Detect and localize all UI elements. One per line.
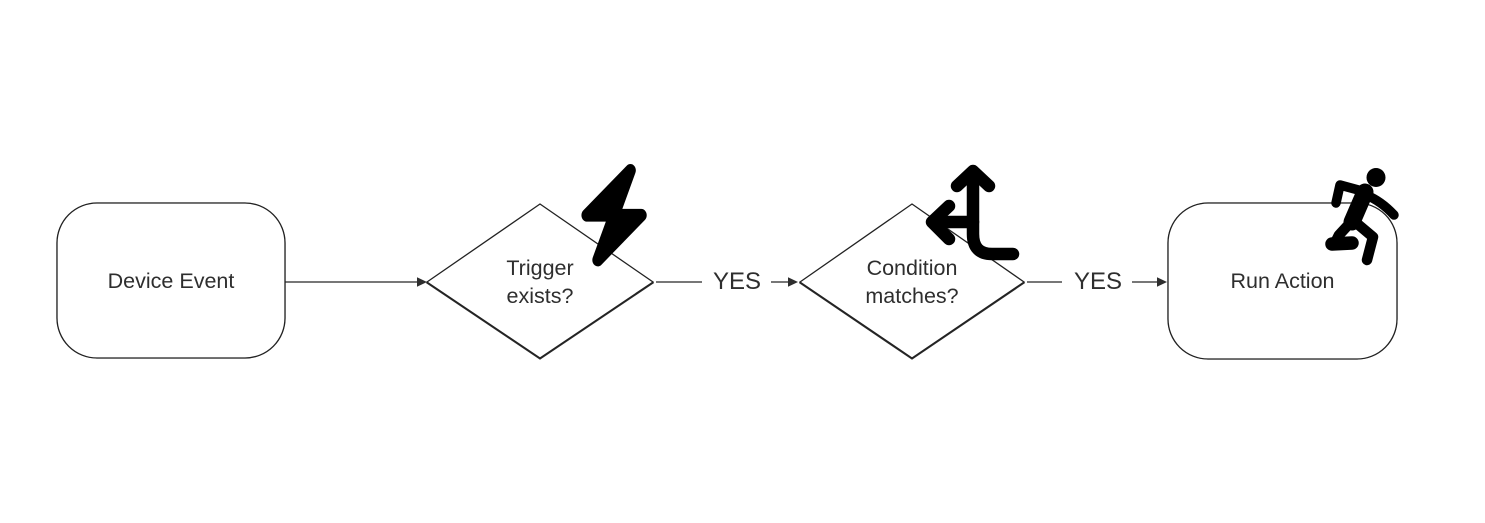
split-arrows-left-head xyxy=(925,199,956,246)
runner-right-arm xyxy=(1361,190,1399,220)
runner-left-arm xyxy=(1331,180,1367,208)
lightning-bolt-icon xyxy=(581,163,647,267)
node-device-event xyxy=(56,202,286,359)
node-trigger-exists xyxy=(425,203,655,359)
runner-shoe xyxy=(1325,236,1359,251)
split-arrows-up-head xyxy=(950,164,996,193)
arrowhead-icon xyxy=(417,277,427,287)
arrowhead-icon xyxy=(1157,277,1167,287)
arrowhead-icon xyxy=(788,277,798,287)
split-arrows-icon xyxy=(925,164,1020,261)
edge-condition-matches-to-run-action xyxy=(1027,277,1167,287)
edge-trigger-exists-to-condition-matches xyxy=(656,277,798,287)
split-arrows-stem xyxy=(966,171,1020,261)
runner-back-leg xyxy=(1348,215,1379,266)
node-condition-matches xyxy=(798,203,1026,359)
person-running-icon xyxy=(1325,168,1399,266)
edge-device-event-to-trigger-exists xyxy=(285,277,427,287)
runner-head xyxy=(1366,168,1386,187)
